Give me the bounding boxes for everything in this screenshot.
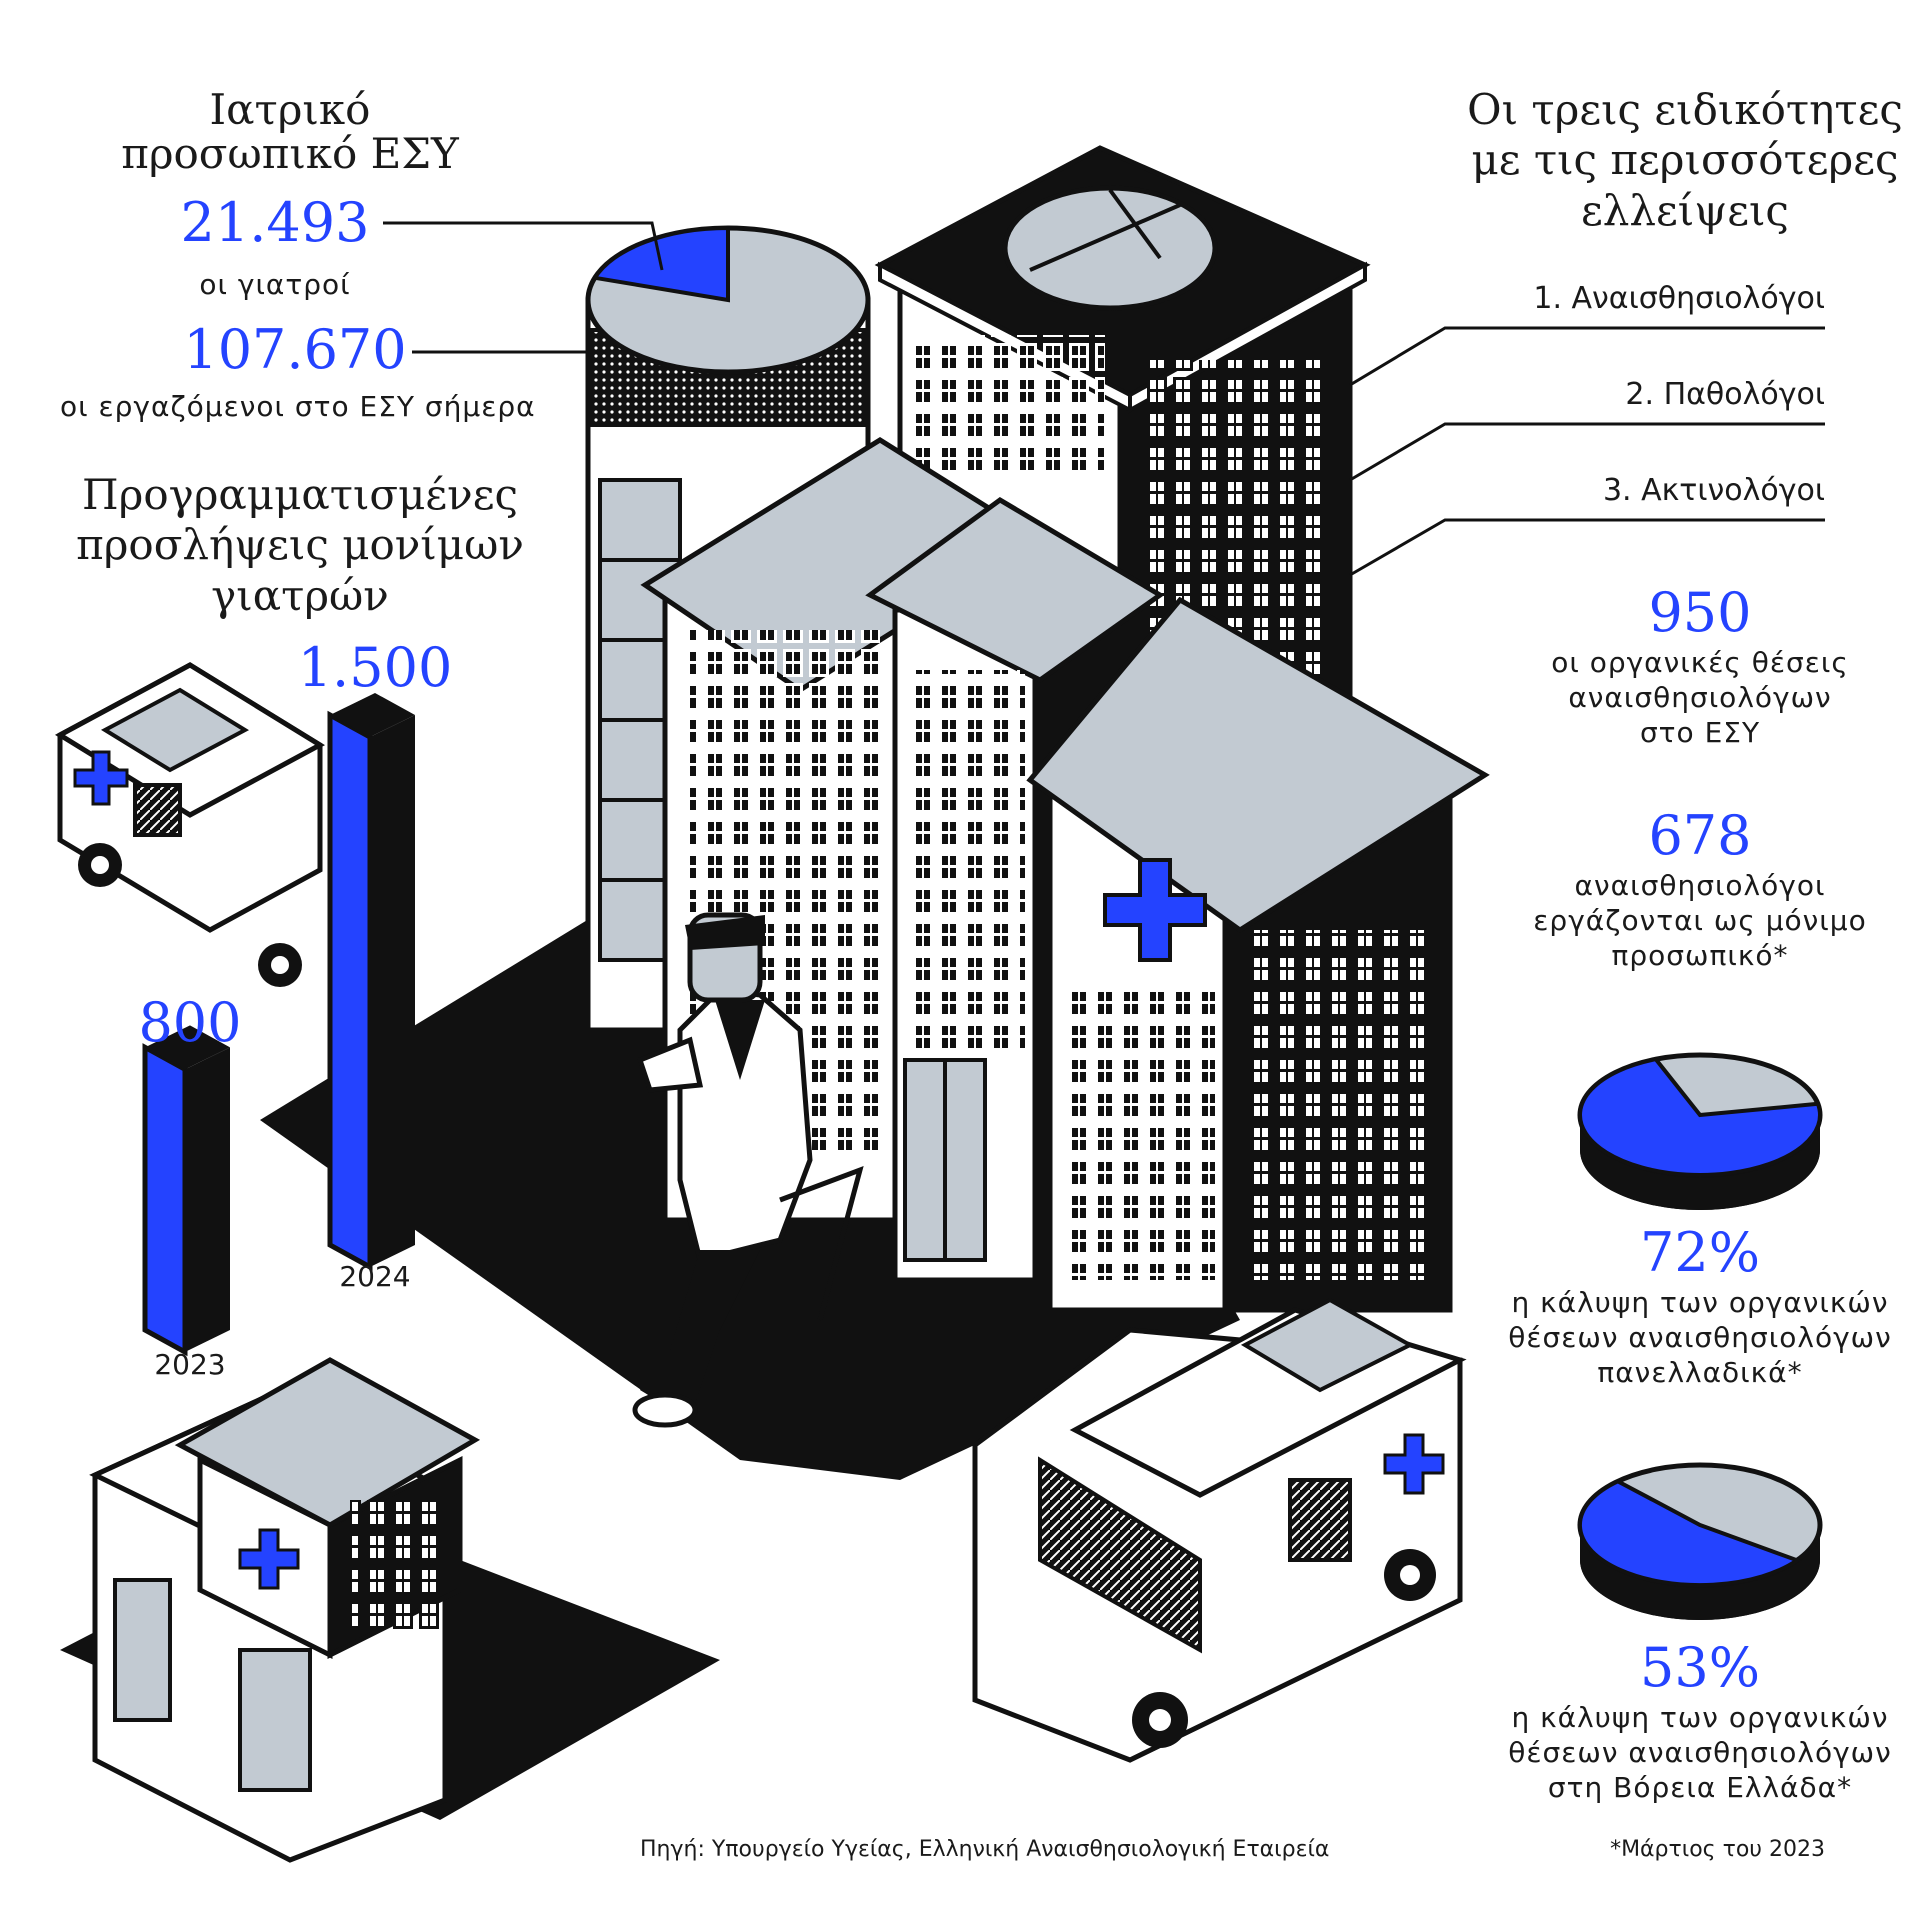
hires-bar-chart xyxy=(142,693,415,1357)
specialty-item-2: 2. Παθολόγοι xyxy=(1625,377,1825,412)
bar-2023-front xyxy=(142,1043,188,1357)
hires-title: Προγραμματισμένες προσλήψεις μονίμων για… xyxy=(76,470,524,620)
doctor-figure xyxy=(632,912,864,1428)
employees-value: 107.670 xyxy=(183,318,407,381)
main-building xyxy=(640,437,1045,1223)
bar-2024-front xyxy=(327,710,373,1272)
doctors-value: 21.493 xyxy=(180,191,370,254)
posts-label: οι οργανικές θέσεις αναισθησιολόγων στο … xyxy=(1551,646,1849,749)
national-coverage-value: 72% xyxy=(1639,1221,1761,1284)
working-value: 678 xyxy=(1648,804,1752,867)
north-coverage-label: η κάλυψη των οργανικών θέσεων αναισθησιο… xyxy=(1508,1701,1892,1804)
bar-2024-year: 2024 xyxy=(339,1260,411,1293)
ambulance-right xyxy=(972,1297,1467,1763)
bar-2024-side xyxy=(370,715,415,1267)
date-footnote: *Μάρτιος του 2023 xyxy=(1610,1837,1825,1862)
specialty-item-3: 3. Ακτινολόγοι xyxy=(1602,473,1825,508)
source-footnote: Πηγή: Υπουργείο Υγείας, Ελληνική Αναισθη… xyxy=(640,1837,1330,1862)
working-label: αναισθησιολόγοι εργάζονται ως μόνιμο προ… xyxy=(1533,869,1867,972)
leader-line-specialty-3 xyxy=(1349,518,1825,577)
clinic-building xyxy=(89,1357,481,1863)
leader-line-specialty-1 xyxy=(1349,326,1825,387)
specialty-item-1: 1. Αναισθησιολόγοι xyxy=(1533,281,1825,316)
specialties-title: Οι τρεις ειδικότητες με τις περισσότερες… xyxy=(1467,85,1903,235)
employees-label: οι εργαζόμενοι στο ΕΣΥ σήμερα xyxy=(60,390,536,423)
national-coverage-label: η κάλυψη των οργανικών θέσεων αναισθησιο… xyxy=(1508,1286,1892,1389)
leader-line-doctors xyxy=(383,221,664,271)
pie-national xyxy=(1577,1052,1823,1210)
ambulance-left xyxy=(54,662,326,987)
posts-value: 950 xyxy=(1648,581,1752,644)
bar-2024-top xyxy=(330,693,415,737)
north-coverage-value: 53% xyxy=(1639,1636,1761,1699)
bar-2023-year: 2023 xyxy=(154,1348,226,1381)
bar-2023-top xyxy=(145,1025,230,1070)
pie-north xyxy=(1577,1462,1823,1620)
bar-2024-value: 1.500 xyxy=(297,636,453,699)
leader-line-specialty-2 xyxy=(1349,422,1825,482)
bar-2023-value: 800 xyxy=(138,991,242,1054)
bar-2023-side xyxy=(185,1047,230,1352)
staff-title: Ιατρικό προσωπικό ΕΣΥ xyxy=(121,85,459,179)
doctors-label: οι γιατροί xyxy=(199,268,351,301)
right-building xyxy=(1026,596,1490,1313)
